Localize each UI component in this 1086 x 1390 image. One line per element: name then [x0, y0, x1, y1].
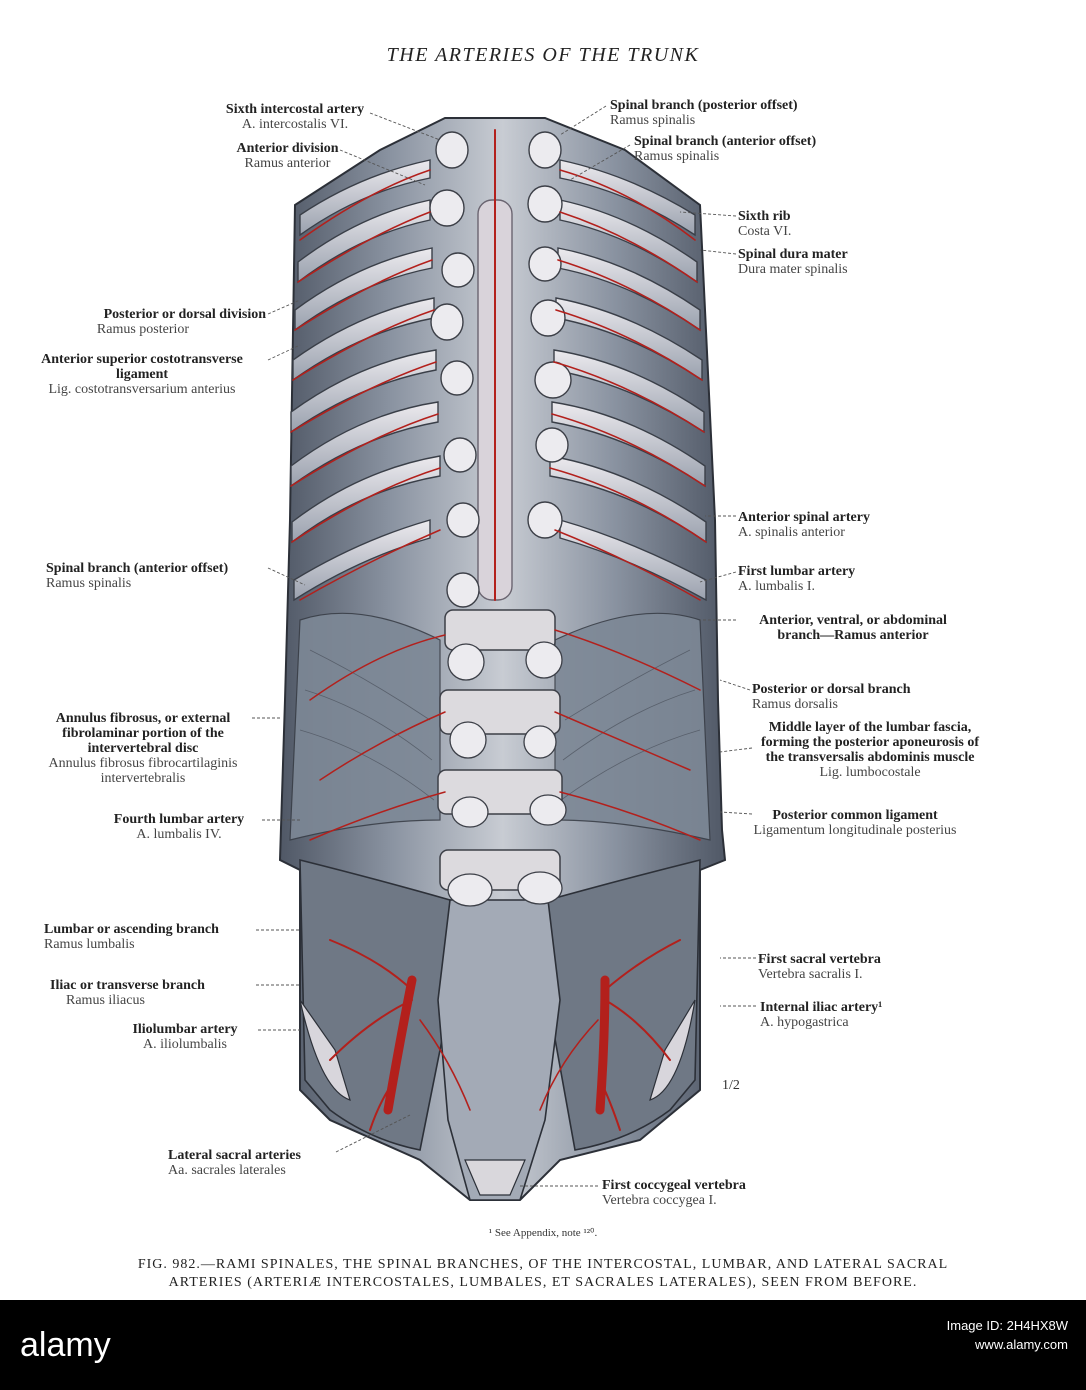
label-sixth-intercostal-artery: Sixth intercostal artery A. intercostali… [225, 102, 365, 132]
watermark-footer: alamy Image ID: 2H4HX8W www.alamy.com [0, 1300, 1086, 1390]
label-lateral-sacral-arteries: Lateral sacral arteries Aa. sacrales lat… [168, 1148, 301, 1178]
caption-line-1: FIG. 982.—RAMI SPINALES, THE SPINAL BRAN… [137, 1257, 949, 1272]
label-anterior-ventral-abdominal-branch: Anterior, ventral, or abdominal branch—R… [759, 613, 947, 643]
trunk-illustration [278, 117, 727, 1201]
anatomical-plate: THE ARTERIES OF THE TRUNK [20, 44, 1066, 1292]
caption-line-2: ARTERIES (ARTERIÆ INTERCOSTALES, LUMBALE… [168, 1275, 918, 1290]
plate-title: THE ARTERIES OF THE TRUNK [386, 44, 700, 66]
label-first-coccygeal-vertebra: First coccygeal vertebra Vertebra coccyg… [602, 1178, 746, 1208]
site-url: www.alamy.com [975, 1337, 1068, 1352]
scale-marker: 1/2 [722, 1078, 740, 1093]
label-anterior-superior-costotransverse-ligament: Anterior superior costotransverse ligame… [41, 352, 243, 397]
figure-caption: FIG. 982.—RAMI SPINALES, THE SPINAL BRAN… [20, 1256, 1066, 1292]
label-posterior-dorsal-branch: Posterior or dorsal branch Ramus dorsali… [752, 682, 911, 712]
label-posterior-common-ligament: Posterior common ligament Ligamentum lon… [753, 808, 957, 838]
vertebral-pedicles [429, 131, 572, 608]
label-internal-iliac-artery: Internal iliac artery¹ A. hypogastrica [760, 1000, 883, 1030]
label-fourth-lumbar-artery: Fourth lumbar artery A. lumbalis IV. [113, 812, 245, 842]
image-id-line: Image ID: 2H4HX8W [946, 1318, 1068, 1333]
label-anterior-spinal-artery: Anterior spinal artery A. spinalis anter… [738, 510, 870, 540]
label-iliac-transverse-branch: Iliac or transverse branch Ramus iliacus [50, 978, 205, 1008]
label-spinal-branch-posterior: Spinal branch (posterior offset) Ramus s… [610, 98, 798, 128]
leader-lines [252, 105, 756, 1187]
label-spinal-dura-mater: Spinal dura mater Dura mater spinalis [738, 247, 848, 277]
label-iliolumbar-artery: Iliolumbar artery A. iliolumbalis [132, 1022, 238, 1052]
footnote: ¹ See Appendix, note ¹²⁰. [488, 1227, 598, 1239]
label-anterior-division: Anterior division Ramus anterior [236, 141, 339, 171]
label-lumbar-ascending-branch: Lumbar or ascending branch Ramus lumbali… [44, 922, 219, 952]
label-posterior-dorsal-division: Posterior or dorsal division Ramus poste… [96, 307, 266, 337]
sacrum [437, 899, 561, 1201]
label-spinal-branch-anterior-right: Spinal branch (anterior offset) Ramus sp… [634, 134, 817, 164]
label-spinal-branch-anterior-left: Spinal branch (anterior offset) Ramus sp… [46, 561, 229, 591]
label-annulus-fibrosus: Annulus fibrosus, or external fibrolamin… [48, 711, 238, 786]
lumbar-muscles [289, 612, 711, 841]
image-info: Image ID: 2H4HX8W www.alamy.com [947, 1318, 1068, 1352]
label-sixth-rib: Sixth rib Costa VI. [738, 209, 792, 239]
label-middle-layer-lumbar-fascia: Middle layer of the lumbar fascia, formi… [760, 720, 980, 780]
label-first-sacral-vertebra: First sacral vertebra Vertebra sacralis … [758, 952, 881, 982]
label-first-lumbar-artery: First lumbar artery A. lumbalis I. [738, 564, 856, 594]
alamy-logo: alamy [20, 1326, 111, 1364]
arteries [290, 129, 707, 1131]
